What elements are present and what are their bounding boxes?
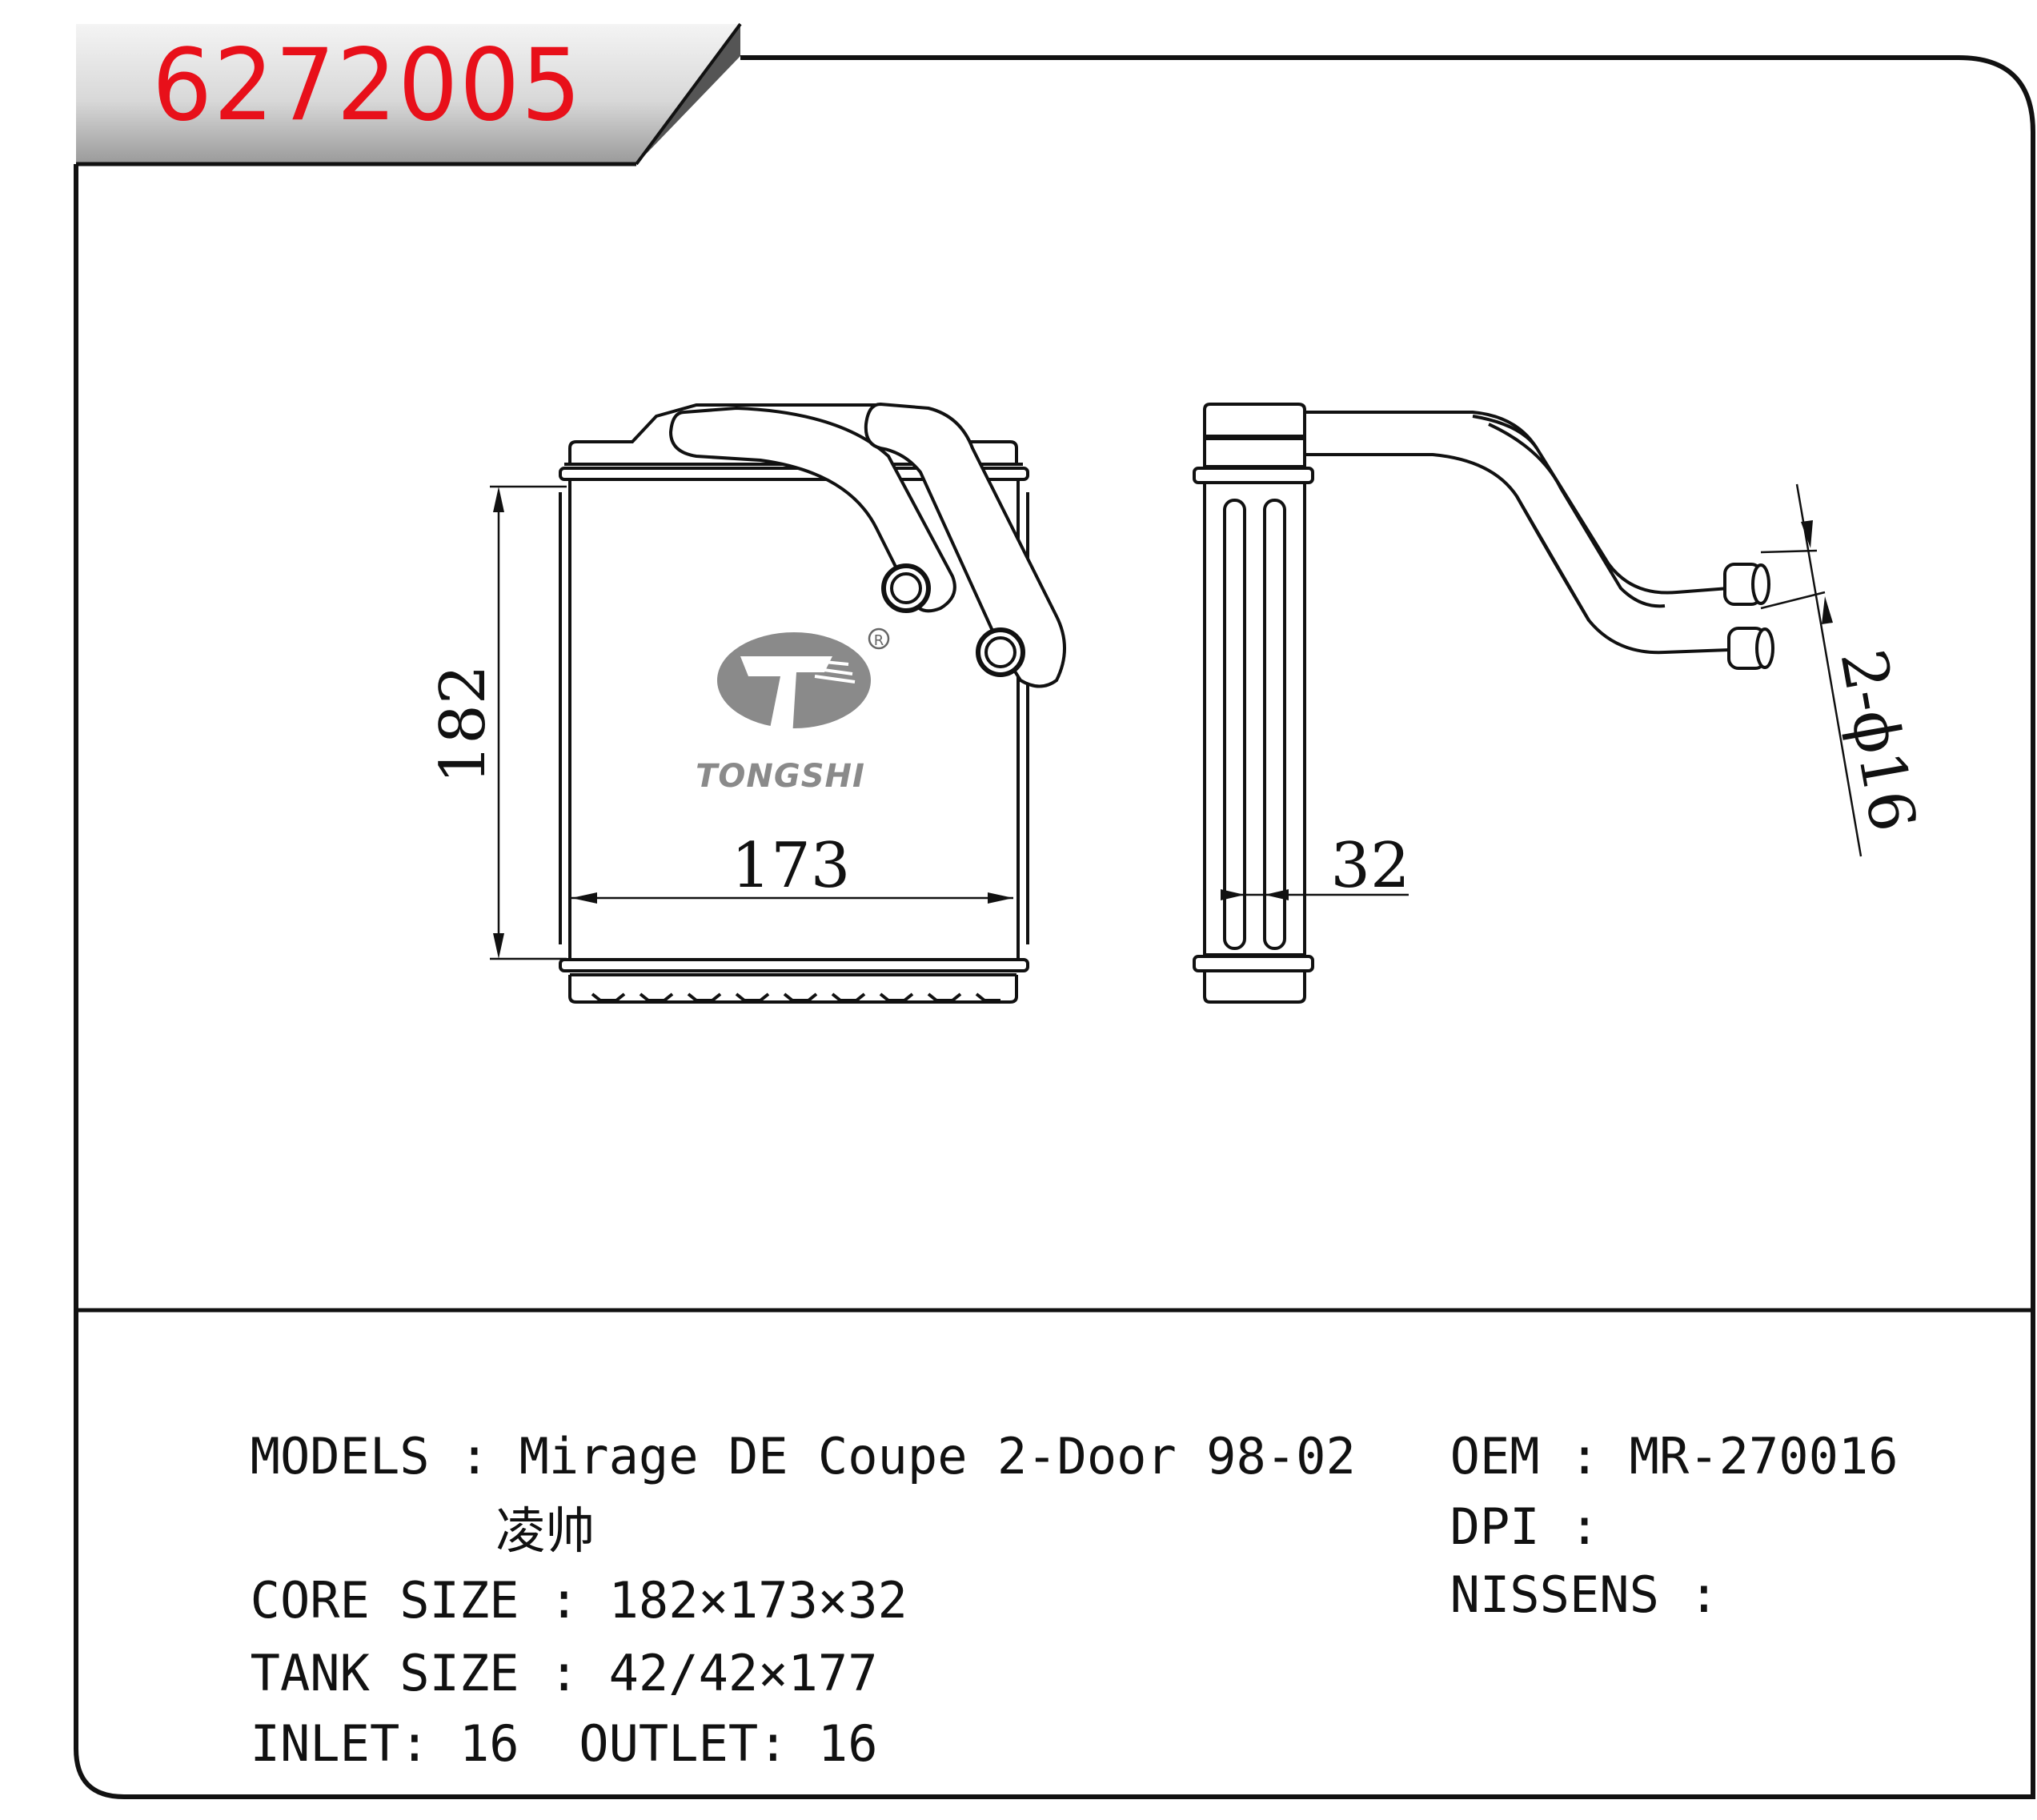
- models-row: MODELS : Mirage DE Coupe 2-Door 98-02: [250, 1427, 1356, 1485]
- models-value-cn: 凌帅: [495, 1501, 595, 1560]
- inlet-label: INLET:: [250, 1714, 430, 1773]
- core-size-row: CORE SIZE : 182×173×32: [250, 1571, 908, 1630]
- tongshi-logo: [717, 627, 890, 736]
- nissens-label: NISSENS: [1450, 1565, 1659, 1624]
- tank-size-row: TANK SIZE : 42/42×177: [250, 1644, 878, 1702]
- part-number: 6272005: [152, 28, 583, 143]
- nissens-row: NISSENS :: [1450, 1565, 1719, 1624]
- tank-size-value: 42/42×177: [608, 1644, 878, 1702]
- outer-border: [74, 55, 2035, 1799]
- core-size-label: CORE SIZE: [250, 1571, 519, 1630]
- front-view: [490, 402, 1066, 1004]
- tank-size-label: TANK SIZE: [250, 1644, 519, 1702]
- models-value: Mirage DE Coupe 2-Door 98-02: [519, 1427, 1356, 1485]
- dpi-row: DPI :: [1450, 1497, 1600, 1556]
- inlet-value: 16: [459, 1714, 519, 1773]
- outlet-label: OUTLET:: [579, 1714, 788, 1773]
- oem-label: OEM: [1450, 1427, 1540, 1485]
- dpi-label: DPI: [1450, 1497, 1540, 1556]
- oem-value: MR-270016: [1629, 1427, 1899, 1485]
- models-cn-row: 凌帅: [464, 1457, 595, 1556]
- oem-row: OEM : MR-270016: [1450, 1427, 1899, 1485]
- core-size-value: 182×173×32: [608, 1571, 908, 1630]
- outlet-value: 16: [817, 1714, 878, 1773]
- side-view: [1193, 403, 1863, 1004]
- inlet-outlet-row: INLET: 16 OUTLET: 16: [190, 1670, 878, 1769]
- models-label: MODELS: [250, 1427, 430, 1485]
